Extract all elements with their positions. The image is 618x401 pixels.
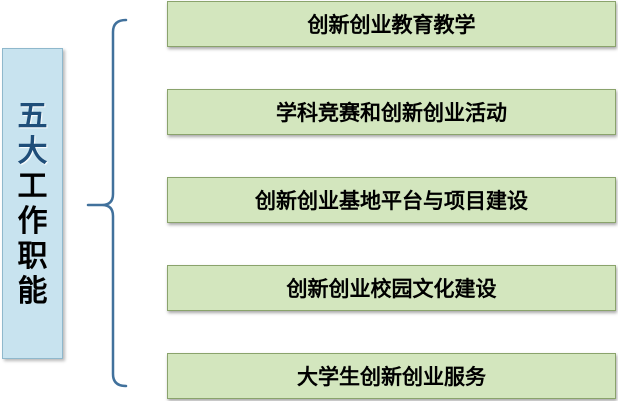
function-item-label: 创新创业校园文化建设: [286, 277, 497, 301]
title-char: 工: [17, 168, 48, 204]
function-item-label: 创新创业教育教学: [307, 13, 476, 37]
functions-title-box: 五 大 工 作 职 能: [2, 48, 63, 359]
title-char: 能: [17, 273, 48, 309]
title-char: 作: [17, 203, 48, 239]
title-char: 大: [17, 133, 48, 169]
title-char: 职: [17, 238, 48, 274]
function-item-box: 创新创业校园文化建设: [167, 265, 616, 311]
function-item-label: 大学生创新创业服务: [297, 365, 486, 389]
function-item-box: 创新创业基地平台与项目建设: [167, 177, 616, 223]
function-item-box: 创新创业教育教学: [167, 1, 616, 47]
title-char: 五: [17, 98, 48, 134]
brace-path: [86, 18, 128, 388]
function-item-box: 大学生创新创业服务: [167, 353, 616, 399]
function-item-box: 学科竞赛和创新创业活动: [167, 89, 616, 135]
function-item-label: 创新创业基地平台与项目建设: [255, 189, 528, 213]
function-item-label: 学科竞赛和创新创业活动: [276, 101, 507, 125]
